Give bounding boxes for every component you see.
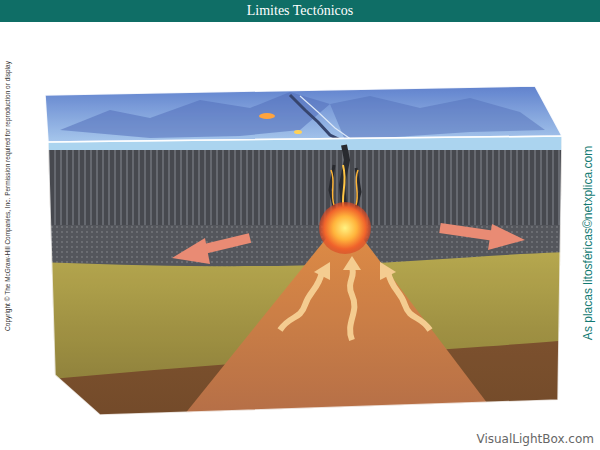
watermark: VisualLightBox.com — [476, 432, 594, 446]
copyright-note: Copyright © The McGraw-Hill Companies, I… — [4, 61, 12, 331]
watermark: As placas litosféricas©netxplica.com — [581, 146, 595, 340]
title: Limites Tectónicos — [0, 2, 600, 20]
